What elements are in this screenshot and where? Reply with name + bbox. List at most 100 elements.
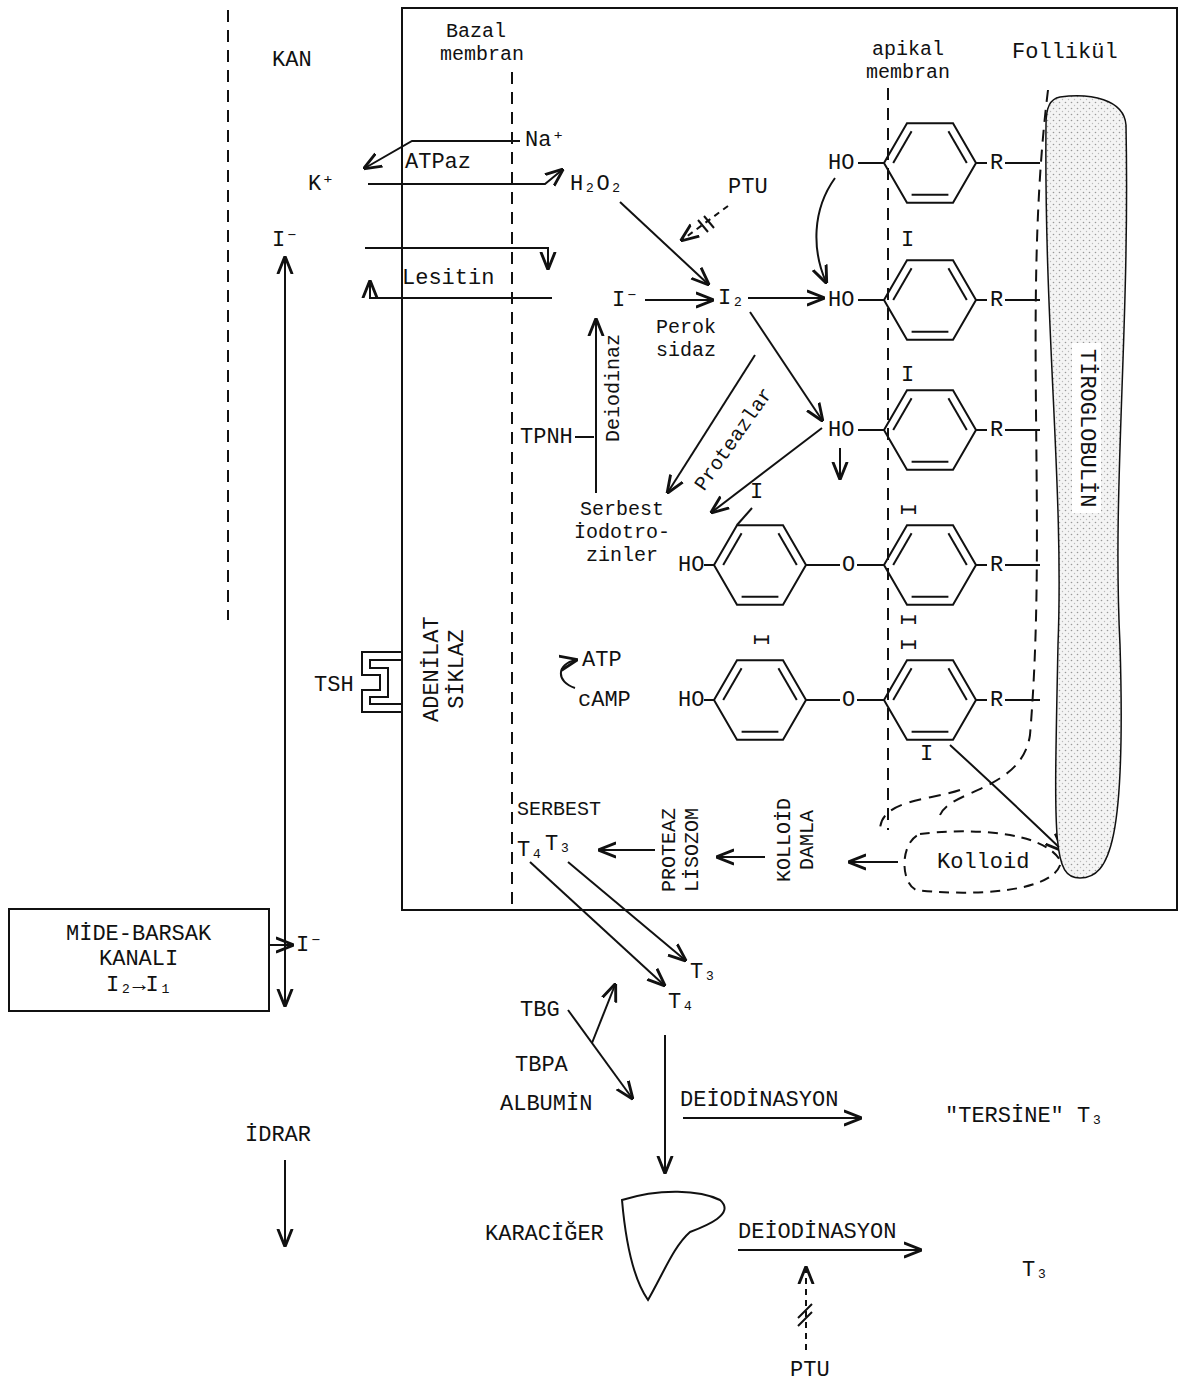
region-label: İDRAR <box>245 1123 311 1148</box>
atom-label: R <box>990 151 1003 176</box>
stroke <box>884 525 976 605</box>
stroke <box>976 699 987 701</box>
atom-label: HO <box>678 688 704 713</box>
stroke <box>912 731 949 733</box>
ion-label: K⁺ <box>308 172 334 197</box>
stroke <box>948 398 966 430</box>
stroke <box>884 123 976 203</box>
stroke <box>893 131 911 163</box>
atom-label: HO <box>828 418 854 443</box>
stroke <box>858 299 884 301</box>
atom-label: O <box>842 553 855 578</box>
stroke <box>1005 699 1040 701</box>
atom-label: R <box>990 418 1003 443</box>
stroke <box>806 699 840 701</box>
atom-label: I <box>920 742 933 767</box>
thyroglobulin-shape: TİROGLOBULİN <box>1040 95 1132 880</box>
stroke <box>778 533 796 565</box>
stroke <box>723 668 741 700</box>
hormone-label: T₄ <box>517 838 543 863</box>
stroke <box>704 699 714 701</box>
node-text: MİDE-BARSAK KANALI <box>66 922 211 973</box>
region-label: KAN <box>272 48 312 73</box>
stroke <box>714 660 806 740</box>
process-label: DEİODİNASYON <box>680 1088 838 1113</box>
stroke <box>1005 162 1040 164</box>
stroke <box>912 331 949 333</box>
molecule-label: H₂O₂ <box>570 172 623 197</box>
gi-tract-box: MİDE-BARSAK KANALII₂→I₁ <box>8 908 270 1012</box>
stroke <box>948 668 966 700</box>
stroke <box>904 831 1061 892</box>
organelle-label: KOLLOİD DAMLA <box>773 798 819 882</box>
product-label: Serbest İodotro- zinler <box>568 498 676 567</box>
stroke <box>884 660 976 740</box>
membrane-label: Bazal membran <box>440 20 512 66</box>
stroke <box>884 260 976 340</box>
enzyme-label: ADENİLAT SİKLAZ <box>420 616 471 722</box>
process-label: DEİODİNASYON <box>738 1220 896 1245</box>
stroke <box>893 668 911 700</box>
stroke <box>1005 564 1040 566</box>
colloid-blob: Kolloid <box>900 828 1065 896</box>
hormone-label: T₃ <box>1022 1258 1048 1283</box>
hormone-label: TSH <box>314 673 354 698</box>
atom-label: I <box>894 613 919 626</box>
atom-label: O <box>842 688 855 713</box>
stroke <box>858 162 884 164</box>
stroke <box>976 162 987 164</box>
node-text: I₂→I₁ <box>106 973 172 998</box>
stroke <box>857 564 884 566</box>
ion-label: Na⁺ <box>525 128 565 153</box>
atom-label: HO <box>678 553 704 578</box>
atom-label: I <box>901 363 914 388</box>
hormone-label: T₄ <box>668 990 694 1015</box>
hormone-label: SERBEST <box>517 798 601 821</box>
molecule-label: Lesitin <box>402 266 494 291</box>
organ-label: KARACİĞER <box>485 1222 604 1247</box>
stroke <box>948 268 966 300</box>
stroke <box>1005 429 1040 431</box>
node-text: TİROGLOBULİN <box>1072 343 1101 513</box>
stroke <box>857 699 884 701</box>
stroke <box>884 390 976 470</box>
molecule-label: ATP <box>582 648 622 673</box>
membrane-label: apikal membran <box>866 38 950 84</box>
region-label: Follikül <box>1012 40 1118 65</box>
enzyme-label: Proteazlar <box>690 384 778 496</box>
stroke <box>976 564 987 566</box>
stroke <box>778 668 796 700</box>
atom-label: I <box>750 480 763 505</box>
stroke <box>737 508 752 525</box>
drug-label: PTU <box>728 175 768 200</box>
stroke <box>912 596 949 598</box>
hormone-label: T₃ <box>690 960 716 985</box>
atom-label: HO <box>828 151 854 176</box>
enzyme-label: Perok sidaz <box>650 316 722 362</box>
molecule-label: I₂ <box>718 286 744 311</box>
atom-label: HO <box>828 288 854 313</box>
stroke <box>948 131 966 163</box>
protein-label: TBG <box>520 998 560 1023</box>
stroke <box>723 533 741 565</box>
atom-label: I <box>901 228 914 253</box>
stroke <box>858 429 884 431</box>
atom-label: R <box>990 553 1003 578</box>
ion-label: I⁻ <box>272 228 298 253</box>
stroke <box>806 564 840 566</box>
atom-label: I <box>747 633 772 646</box>
stroke <box>742 731 779 733</box>
hormone-label: "TERSİNE" T₃ <box>945 1104 1103 1129</box>
stroke <box>742 596 779 598</box>
atom-label: R <box>990 688 1003 713</box>
enzyme-label: ATPaz <box>405 150 471 175</box>
stroke <box>893 268 911 300</box>
drug-label: PTU <box>790 1358 830 1383</box>
node-text: Kolloid <box>937 850 1029 875</box>
stroke <box>912 194 949 196</box>
stroke <box>1046 96 1127 878</box>
protein-label: ALBUMİN <box>500 1092 592 1117</box>
hormone-label: T₃ <box>545 832 571 857</box>
stroke <box>893 533 911 565</box>
